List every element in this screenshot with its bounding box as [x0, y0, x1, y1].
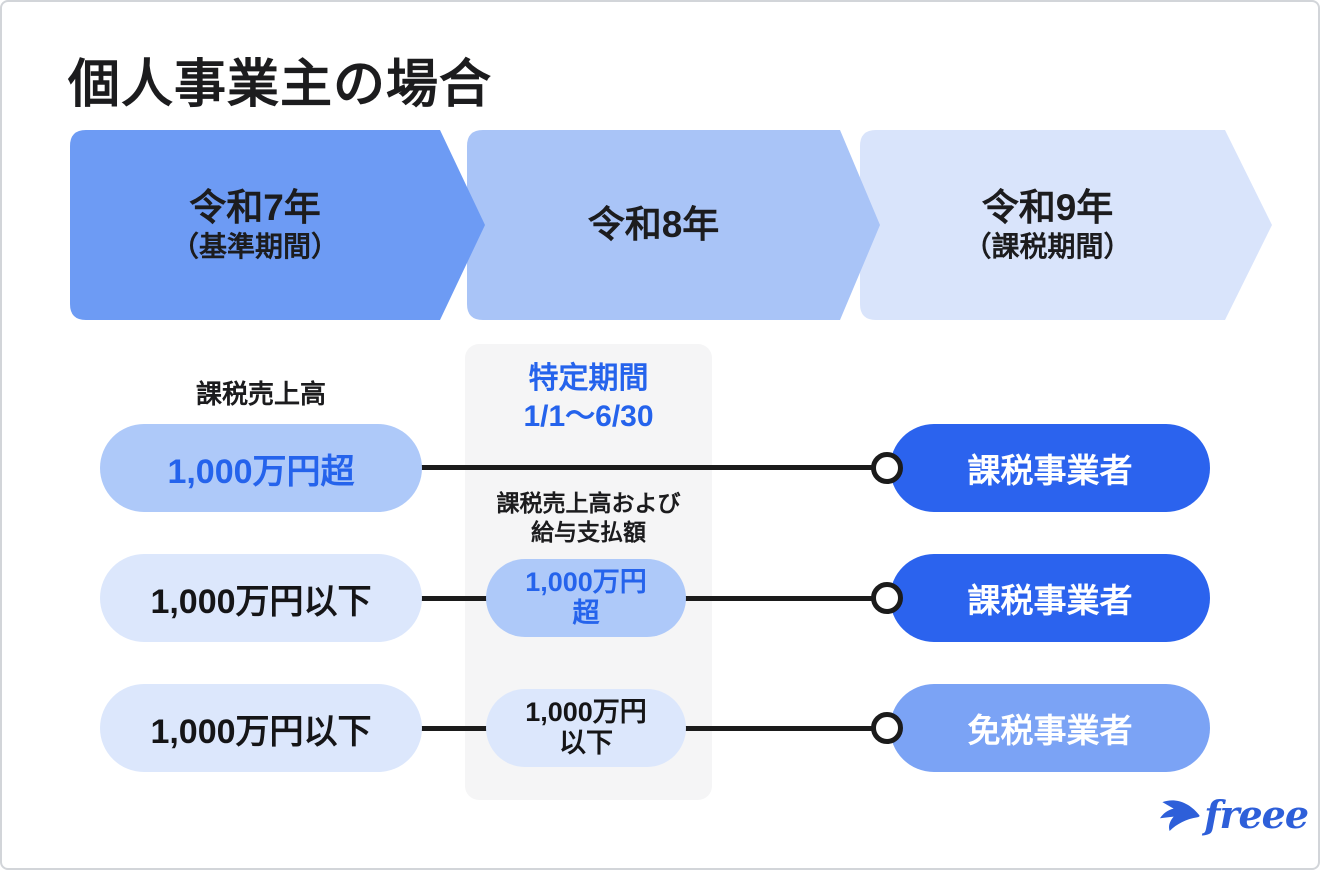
- stage-period-note: （課税期間）: [963, 231, 1132, 263]
- freee-logo-text: freee: [1204, 792, 1309, 837]
- taxable-sales-header: 課税売上高: [195, 379, 326, 409]
- pill-line-2: 超: [572, 598, 600, 628]
- timeline-chevron-reiwa7: [70, 130, 485, 320]
- specific-period-pill-under-10m: 1,000万円 以下: [486, 689, 686, 767]
- stage-year: 令和9年: [981, 187, 1114, 228]
- connector-line-1: [421, 465, 889, 470]
- freee-logo: freee: [1160, 788, 1309, 842]
- pill-line-2: 以下: [559, 728, 613, 758]
- timeline-stage-middle-year: 令和8年: [467, 130, 840, 320]
- specific-period-range: 1/1〜6/30: [523, 400, 654, 434]
- criteria-label: 課税売上高および 給与支払額: [465, 489, 712, 548]
- timeline-arrows: [70, 130, 1272, 320]
- result-pill-taxable-1: 課税事業者: [890, 424, 1210, 512]
- pill-line-1: 1,000万円: [525, 696, 647, 727]
- result-pill-exempt: 免税事業者: [890, 684, 1210, 772]
- criteria-line-2: 給与支払額: [531, 519, 646, 546]
- timeline-chevron-reiwa9: [860, 130, 1272, 320]
- base-period-pill-over-10m: 1,000万円超: [100, 424, 422, 512]
- specific-period-title: 特定期間: [528, 362, 649, 395]
- criteria-line-1: 課税売上高および: [496, 490, 681, 516]
- result-pill-taxable-2: 課税事業者: [890, 554, 1210, 642]
- specific-period-heading: 特定期間 1/1〜6/30: [465, 360, 712, 437]
- base-period-pill-under-10m-1: 1,000万円以下: [100, 554, 422, 642]
- page-title: 個人事業主の場合: [68, 56, 493, 114]
- pill-line-1: 1,000万円: [525, 566, 647, 597]
- connector-node-3: [871, 712, 903, 744]
- stage-period-note: （基準期間）: [170, 231, 339, 263]
- base-period-pill-under-10m-2: 1,000万円以下: [100, 684, 422, 772]
- timeline-stage-base-period: 令和7年 （基準期間）: [70, 130, 440, 320]
- swallow-icon: [1160, 800, 1200, 832]
- stage-year: 令和7年: [189, 187, 321, 228]
- timeline-chevron-reiwa8: [467, 130, 880, 320]
- timeline-stage-taxation-period: 令和9年 （課税期間）: [860, 130, 1235, 320]
- connector-node-1: [871, 452, 903, 484]
- specific-period-pill-over-10m: 1,000万円 超: [486, 559, 686, 637]
- stage-year: 令和8年: [587, 203, 720, 245]
- connector-node-2: [871, 582, 903, 614]
